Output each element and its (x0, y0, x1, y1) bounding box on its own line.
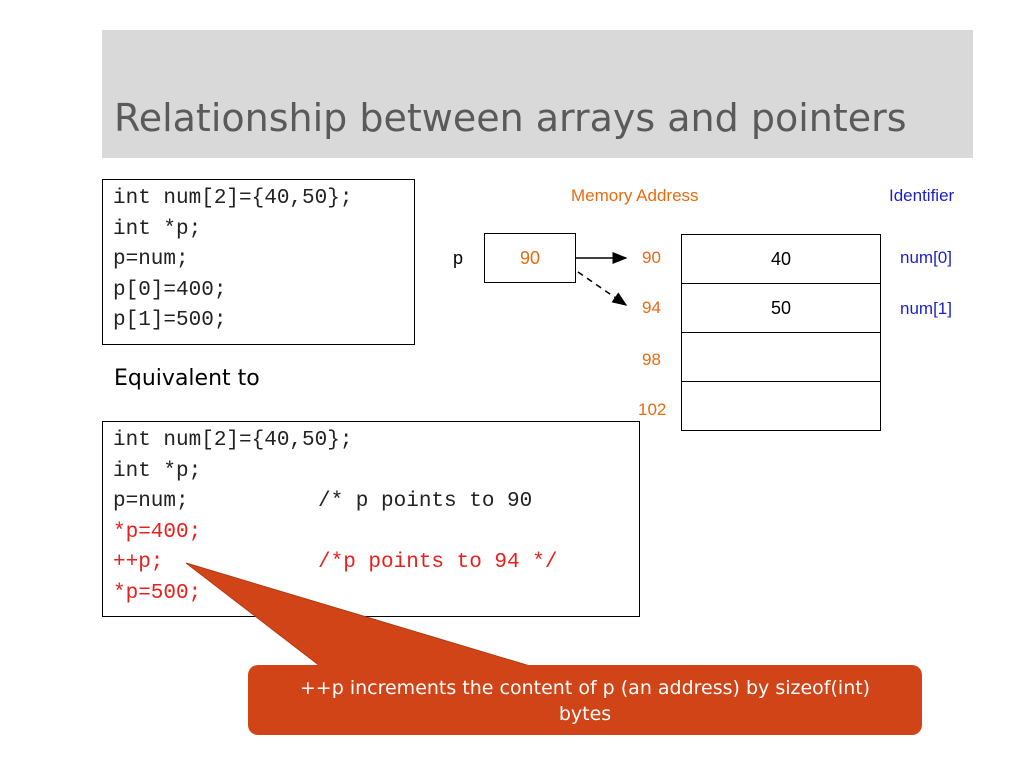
code-comment: /*p points to 94 */ (318, 551, 558, 574)
address-label: 102 (638, 400, 667, 419)
code-line: p[1]=500; (113, 309, 227, 332)
memory-cell (681, 381, 881, 431)
pointer-arrow-dashed (577, 271, 628, 306)
title-bar: Relationship between arrays and pointers (102, 30, 973, 158)
callout-box: ++p increments the content of p (an addr… (248, 665, 922, 735)
code-line: int *p; (113, 217, 202, 241)
address-label: 98 (642, 350, 661, 369)
identifier-label: num[0] (900, 248, 952, 267)
code-line-highlight: *p=500; (113, 581, 202, 605)
code-line-highlight: *p=400; (113, 520, 202, 544)
memory-address-header: Memory Address (571, 186, 699, 205)
code-line: p=num; (113, 248, 189, 271)
code-line: p[0]=400; (113, 278, 227, 302)
identifier-header: Identifier (889, 186, 955, 205)
identifier-label: num[1] (900, 299, 952, 318)
callout-pointer (185, 562, 531, 667)
slide-title: Relationship between arrays and pointers (114, 96, 907, 140)
code-block-array-index: int num[2]={40,50}; int *p; p=num; p[0]=… (102, 179, 415, 345)
code-line: p=num;/* p points to 90 (113, 490, 533, 513)
code-line: int num[2]={40,50}; (113, 187, 353, 210)
equivalent-label: Equivalent to (114, 366, 260, 391)
code-line: int *p; (113, 459, 202, 483)
pointer-name: p (453, 248, 464, 268)
address-label: 90 (642, 248, 661, 267)
code-block-pointer-arith: int num[2]={40,50}; int *p; p=num;/* p p… (102, 421, 640, 617)
code-line-highlight: ++p;/*p points to 94 */ (113, 551, 558, 574)
pointer-box: 90 (484, 233, 576, 283)
address-label: 94 (642, 298, 661, 317)
code-comment: /* p points to 90 (318, 490, 533, 513)
code-line: int num[2]={40,50}; (113, 429, 353, 452)
